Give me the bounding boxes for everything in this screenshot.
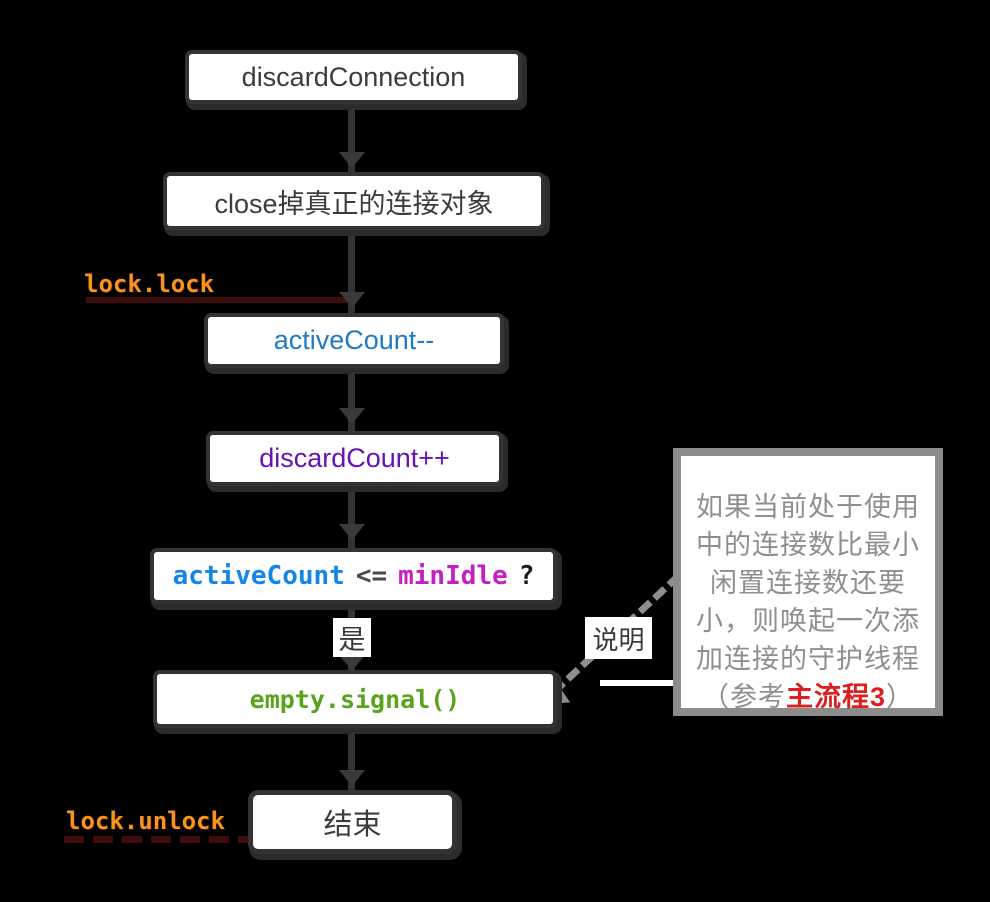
node-active-count-decrement-label: activeCount-- xyxy=(273,325,435,355)
note-line: 如果当前处于使用 xyxy=(696,492,920,522)
arrow-down-icon xyxy=(339,770,365,786)
callout-white-line xyxy=(600,680,676,686)
flow-line-segment xyxy=(348,484,355,550)
lock-lock-connector-line xyxy=(86,297,350,303)
note-highlight-mainflow3: 主流程3 xyxy=(785,682,887,712)
flow-line-segment xyxy=(348,366,355,434)
flow-line-segment xyxy=(348,726,355,792)
note-box: 如果当前处于使用 中的连接数比最小 闲置连接数还要 小，则唤起一次添 加连接的守… xyxy=(673,448,943,716)
node-end-label: 结束 xyxy=(323,809,382,841)
decision-operator-text: <= xyxy=(355,561,388,591)
note-last-prefix: （参考 xyxy=(701,682,786,712)
node-discard-connection-label: discardConnection xyxy=(241,61,466,92)
note-line: 中的连接数比最小 xyxy=(696,530,920,560)
arrow-down-icon xyxy=(339,152,365,168)
node-discard-count-increment: discardCount++ xyxy=(206,431,503,486)
decision-minidle-text: minIdle xyxy=(398,561,508,591)
node-active-count-decrement: activeCount-- xyxy=(204,313,504,368)
flow-line-segment xyxy=(348,102,355,174)
node-end: 结束 xyxy=(248,790,457,854)
node-decision-active-vs-minidle: activeCount <= minIdle ? xyxy=(150,548,557,604)
node-empty-signal: empty.signal() xyxy=(153,670,557,728)
node-discard-count-increment-label: discardCount++ xyxy=(259,443,450,473)
callout-label-chip: 说明 xyxy=(585,617,652,659)
callout-label-text: 说明 xyxy=(592,624,645,655)
node-discard-connection: discardConnection xyxy=(185,50,522,104)
node-empty-signal-label: empty.signal() xyxy=(249,684,461,714)
edge-label-yes-text: 是 xyxy=(338,625,366,655)
note-line: 闲置连接数还要 xyxy=(710,568,906,598)
arrow-down-icon xyxy=(339,655,365,671)
lock-unlock-connector-line xyxy=(64,836,250,843)
node-close-real-connection: close掉真正的连接对象 xyxy=(163,172,545,230)
lock-unlock-label: lock.unlock xyxy=(66,807,225,835)
lock-lock-label: lock.lock xyxy=(84,270,215,298)
flow-line-segment xyxy=(348,228,355,316)
note-line: 加连接的守护线程 xyxy=(696,644,920,674)
note-line: 小，则唤起一次添 xyxy=(696,606,920,636)
arrow-down-icon xyxy=(339,408,365,424)
decision-question-mark: ? xyxy=(518,561,535,591)
arrow-down-icon xyxy=(339,292,365,308)
decision-activecount-text: activeCount xyxy=(172,561,345,591)
arrow-down-icon xyxy=(339,524,365,540)
note-last-suffix: ） xyxy=(886,682,915,712)
edge-label-yes: 是 xyxy=(333,618,371,657)
note-last-line: （参考主流程3） xyxy=(681,678,935,716)
node-close-real-connection-label: close掉真正的连接对象 xyxy=(214,188,494,219)
